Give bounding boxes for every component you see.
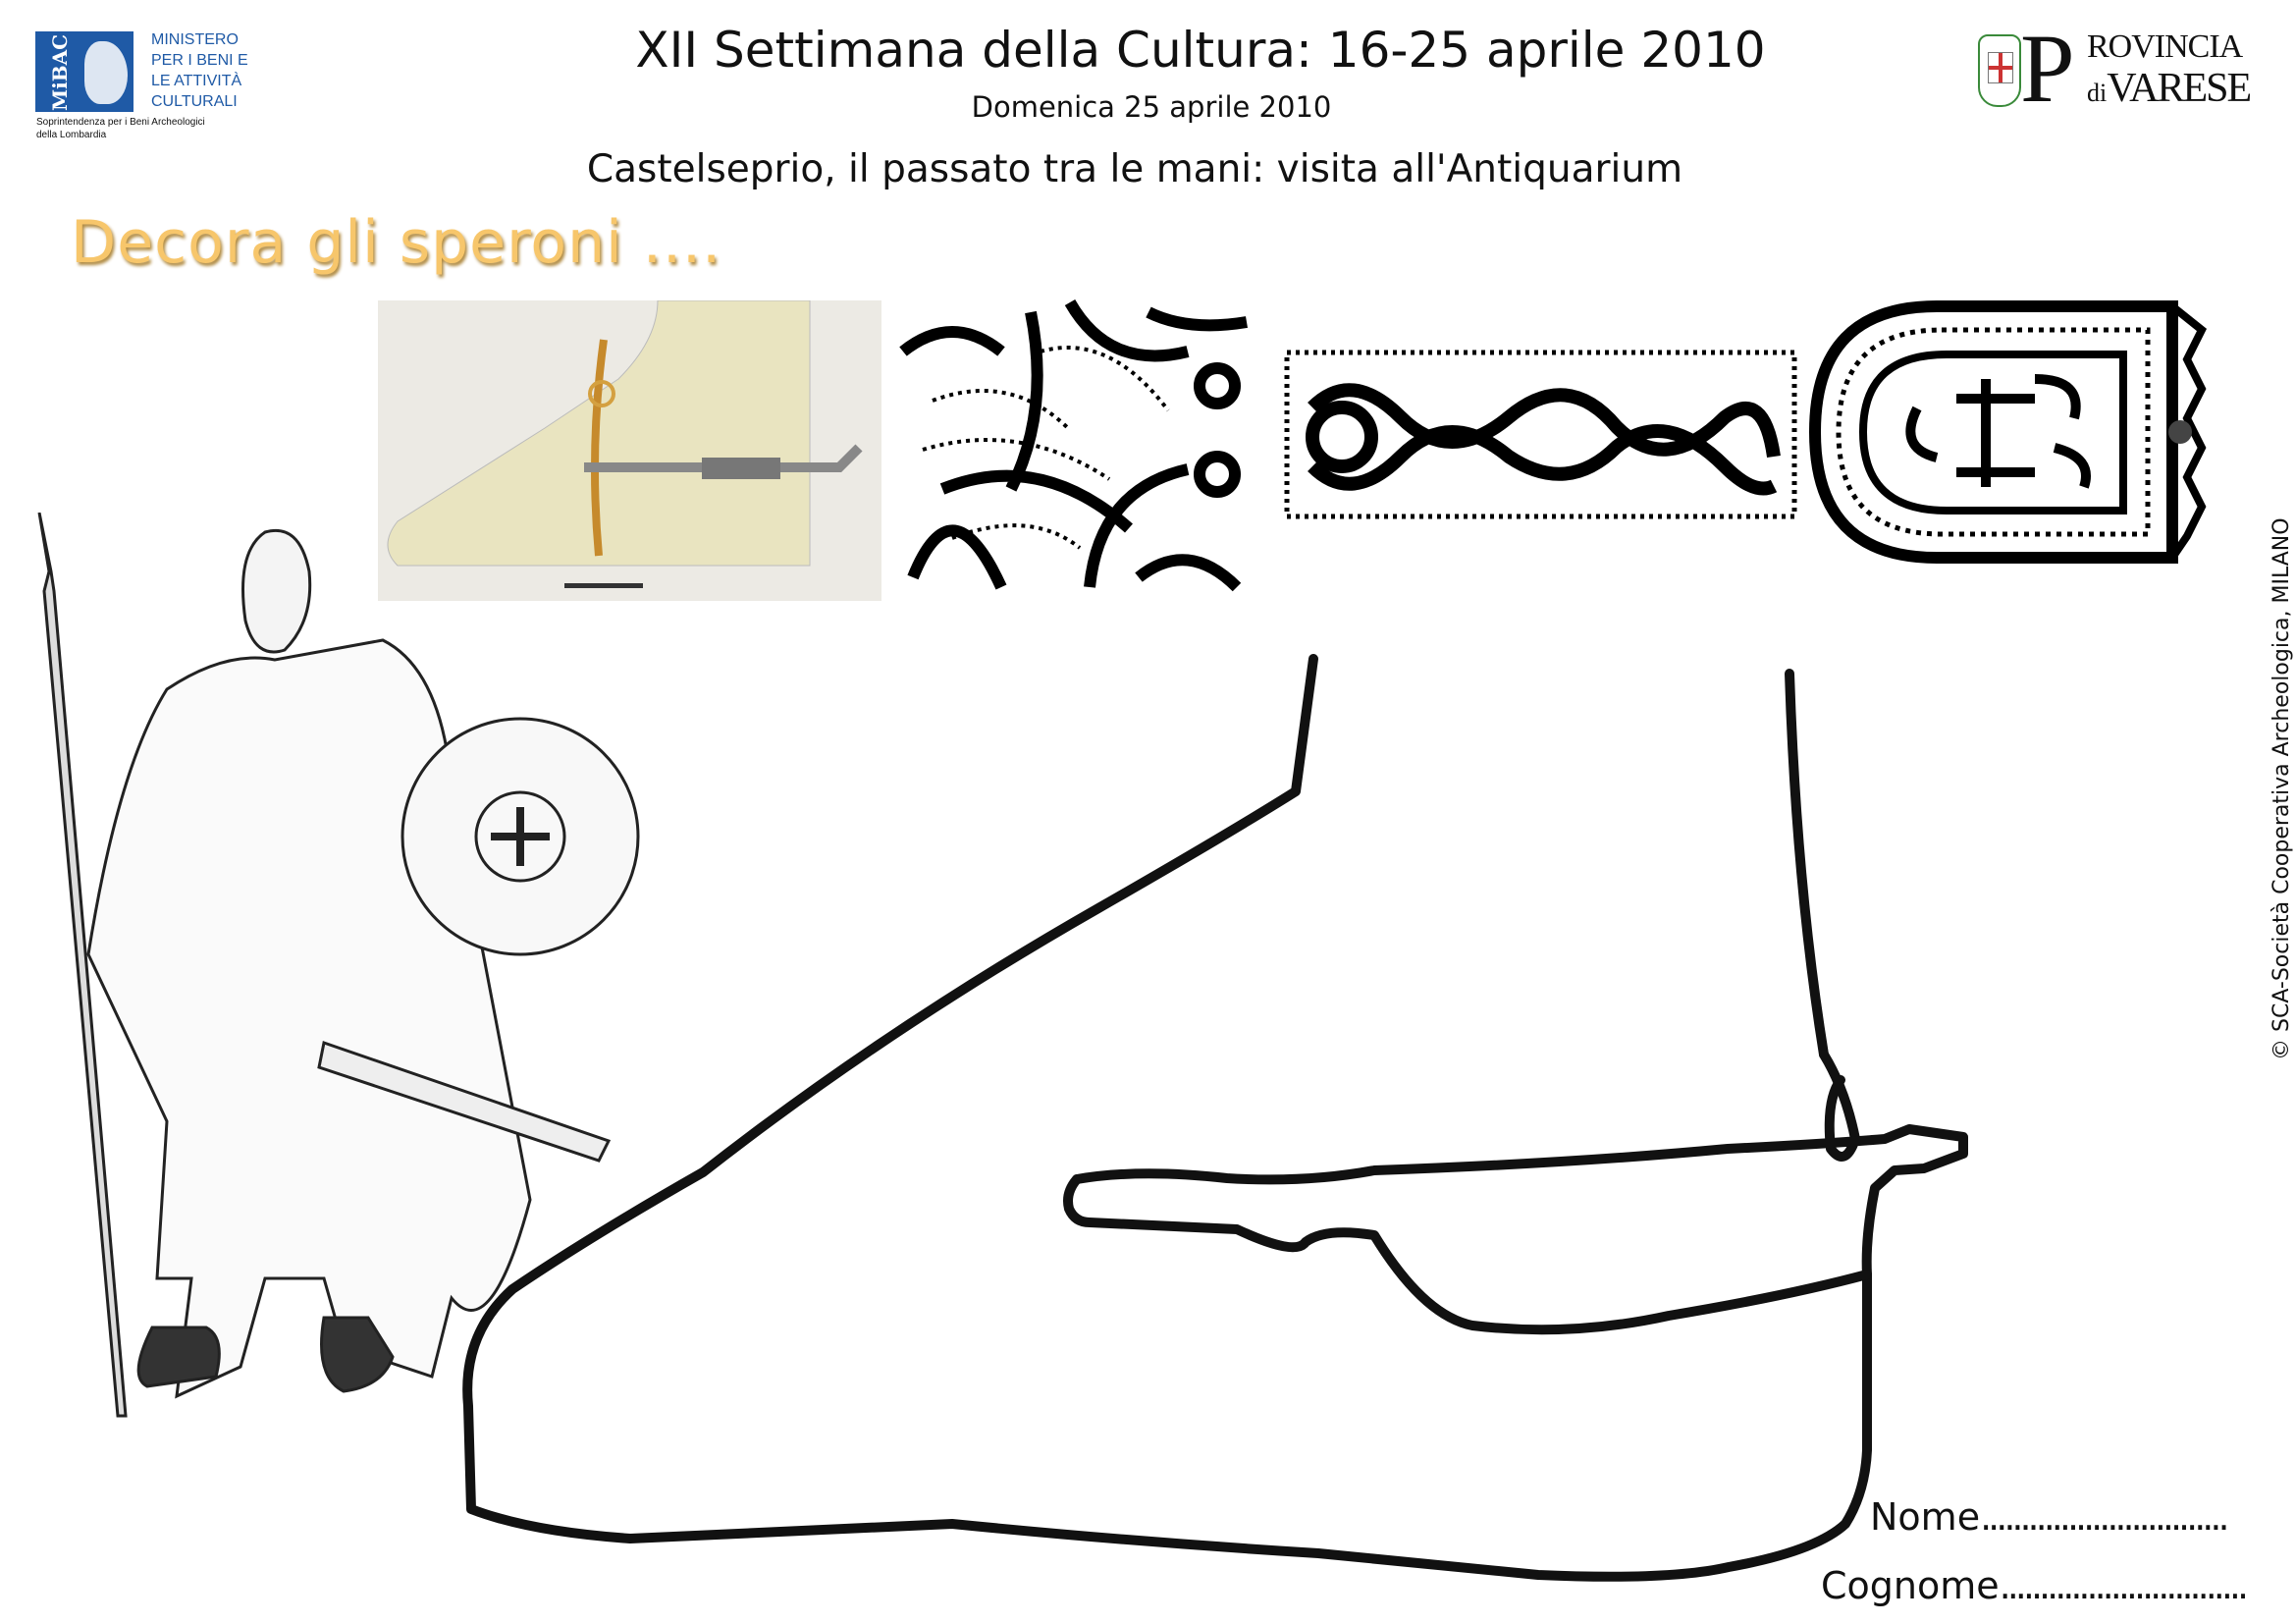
nome-label: Nome — [1870, 1495, 1981, 1539]
page-title: XII Settimana della Cultura: 16-25 april… — [635, 22, 1766, 79]
crest-icon — [1978, 34, 2021, 107]
provincia-varese-logo: P ROVINCIA diVARESE — [1973, 20, 2268, 118]
soprintendenza: Soprintendenza per i Beni Archeologici d… — [36, 116, 292, 141]
logo-provincia: ROVINCIA — [2087, 28, 2243, 65]
nome-field[interactable]: Nome............................... — [1870, 1494, 2230, 1540]
mibac-line: CULTURALI — [151, 93, 238, 110]
soprintendenza-line: Soprintendenza per i Beni Archeologici — [36, 117, 205, 128]
logo-varese: diVARESE — [2087, 66, 2252, 115]
event-date: Domenica 25 aprile 2010 — [971, 90, 1332, 124]
event-subtitle: Castelseprio, il passato tra le mani: vi… — [586, 147, 1683, 191]
mibac-line: LE ATTIVITÀ — [151, 73, 242, 89]
pattern-interlace-1 — [899, 298, 1248, 592]
cognome-field[interactable]: Cognome............................... — [1821, 1563, 2249, 1608]
copyright-notice: © SCA-Società Cooperativa Archeologica, … — [2269, 517, 2294, 1060]
pattern-interlace-2 — [1284, 350, 1797, 519]
mibac-line: PER I BENI E — [151, 52, 248, 69]
soprintendenza-line: della Lombardia — [36, 130, 107, 140]
mibac-line: MINISTERO — [151, 31, 239, 48]
mibac-mark: MiBAC — [35, 31, 133, 112]
spur-reference-illustration — [378, 300, 881, 601]
mibac-name: MINISTERO PER I BENI E LE ATTIVITÀ CULTU… — [151, 29, 248, 112]
pattern-buckle-plate — [1809, 300, 2208, 564]
logo-p: P — [2020, 14, 2075, 123]
activity-heading: Decora gli speroni .... — [71, 208, 722, 277]
lombard-warrior-illustration — [37, 513, 640, 1418]
mibac-logo: MiBAC MINISTERO PER I BENI E LE ATTIVITÀ… — [35, 29, 271, 142]
logo-varese-text: VARESE — [2107, 66, 2252, 111]
nome-dotted-line[interactable]: ............................... — [1980, 1495, 2229, 1539]
logo-di: di — [2087, 79, 2108, 107]
cognome-dotted-line[interactable]: ............................... — [1999, 1564, 2249, 1607]
cognome-label: Cognome — [1821, 1564, 2000, 1607]
